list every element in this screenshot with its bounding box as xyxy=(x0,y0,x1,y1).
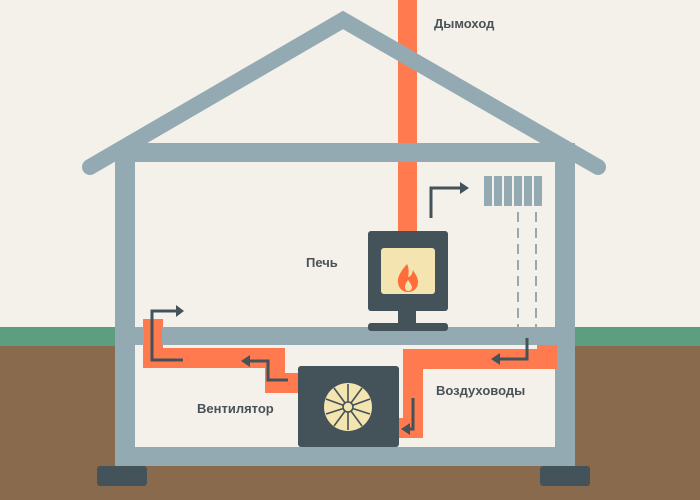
stove-base xyxy=(368,323,448,331)
arrow-heads xyxy=(176,182,500,435)
arrow-icon xyxy=(429,186,460,218)
ceiling xyxy=(115,143,575,162)
foundation-left xyxy=(97,466,147,486)
left-wall xyxy=(115,143,135,466)
airflow-arrows xyxy=(150,186,529,431)
roof xyxy=(82,10,606,175)
basement-floor xyxy=(115,447,575,466)
chimney-pipe xyxy=(398,0,417,240)
arrow-icon xyxy=(401,423,410,435)
arrow-icon xyxy=(241,355,250,367)
fan-unit xyxy=(298,366,399,447)
flame-icon xyxy=(397,264,418,292)
right-wall xyxy=(555,143,575,466)
ducts-label: Воздуховоды xyxy=(436,383,526,398)
stove xyxy=(368,231,448,331)
ground-floor-slab xyxy=(133,327,573,345)
arrow-icon xyxy=(500,338,529,361)
fan-label: Вентилятор xyxy=(197,401,274,416)
arrow-icon xyxy=(491,353,500,365)
foundation-right xyxy=(540,466,590,486)
arrow-icon xyxy=(176,305,184,317)
return-air-lines xyxy=(517,212,537,328)
arrow-icon xyxy=(409,398,415,431)
flame-core xyxy=(404,280,412,292)
stove-stand xyxy=(398,311,416,325)
radiator-icon xyxy=(484,176,542,206)
arrow-icon xyxy=(250,359,288,382)
chimney-label: Дымоход xyxy=(434,16,495,31)
arrow-icon xyxy=(150,309,183,362)
fan-hub xyxy=(342,401,354,413)
arrow-icon xyxy=(460,182,469,194)
stove-label: Печь xyxy=(306,255,338,270)
